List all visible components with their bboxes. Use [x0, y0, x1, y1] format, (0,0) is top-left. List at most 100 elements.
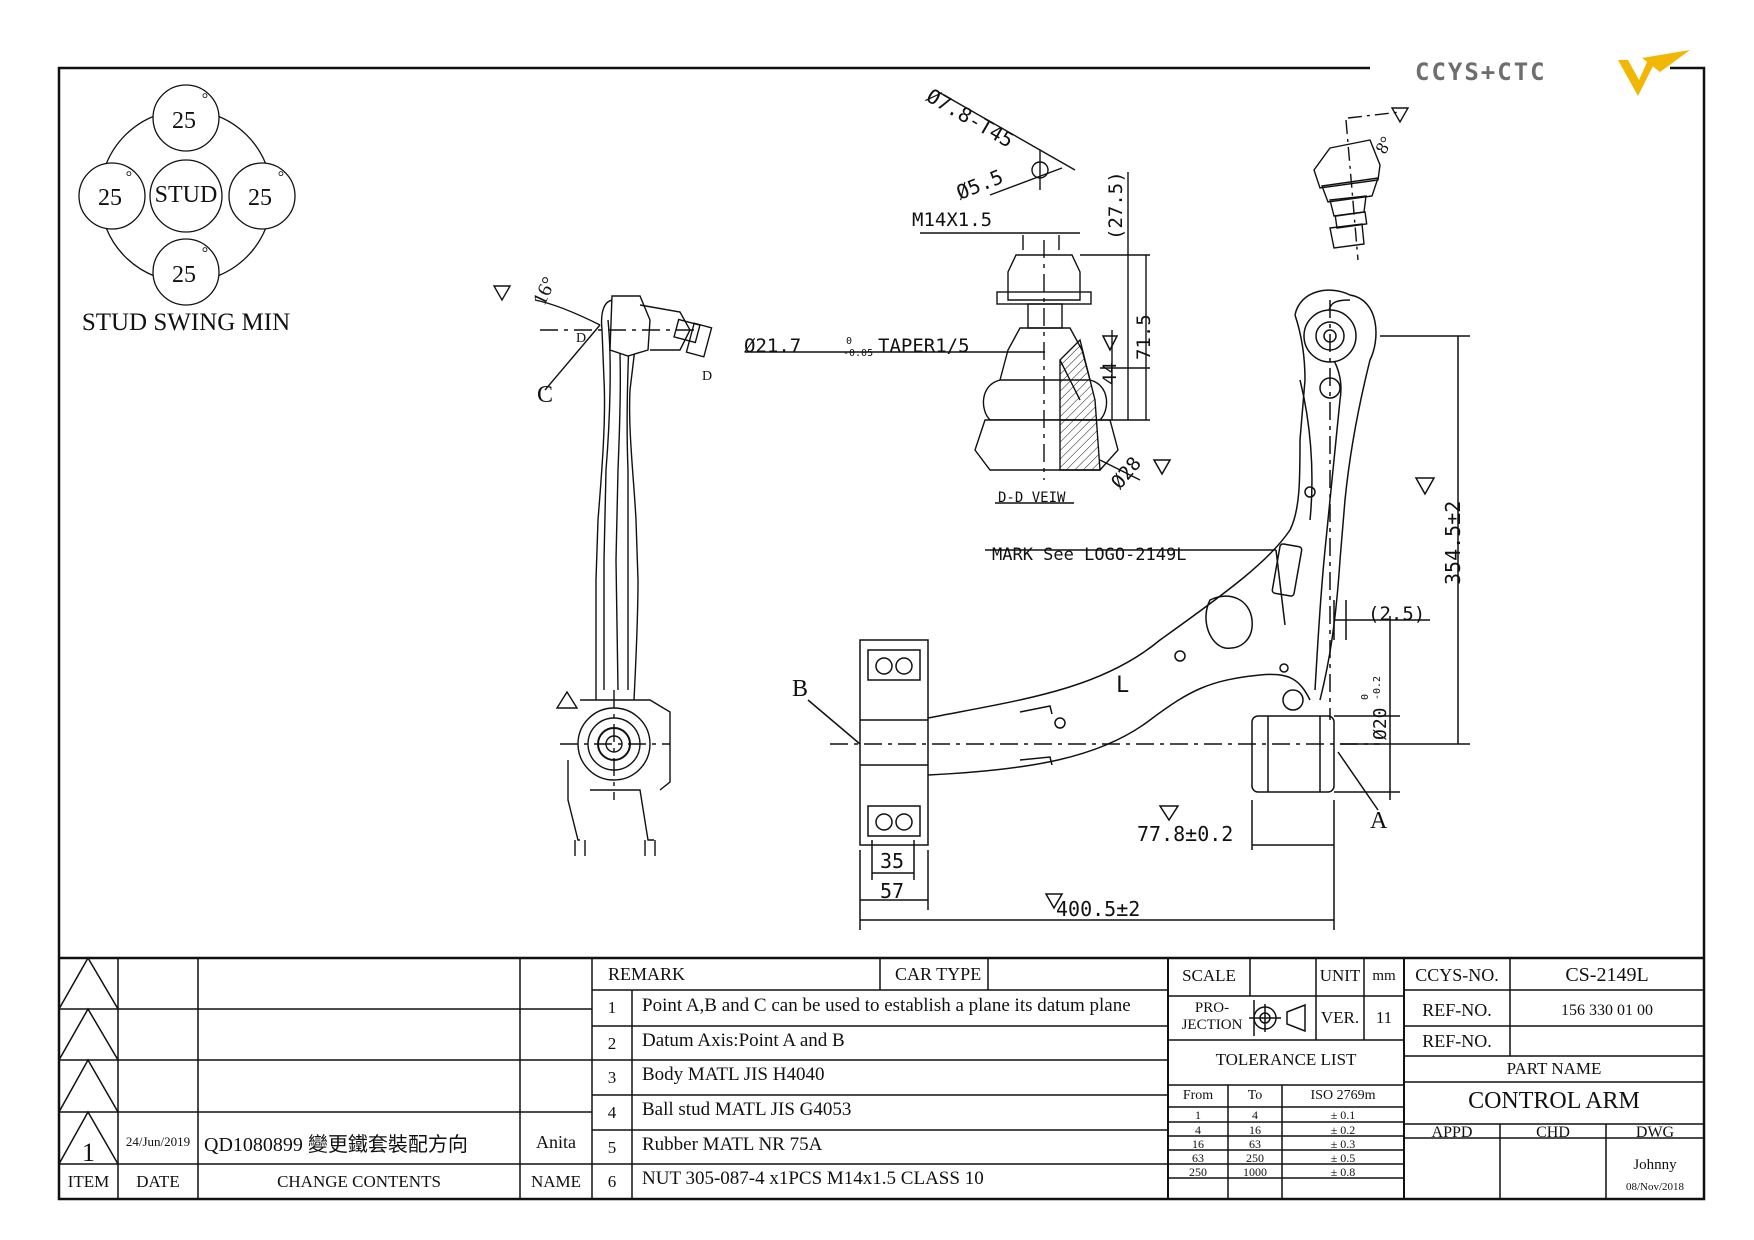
dim-20: Ø20	[1370, 707, 1391, 740]
side-angle-label: 16°	[529, 274, 561, 309]
remark-text: Datum Axis:Point A and B	[642, 1030, 845, 1051]
dim-taper-tol-lower: -0.05	[843, 348, 873, 359]
remark-no: 2	[607, 1034, 617, 1053]
tol-header-to: To	[1247, 1088, 1263, 1103]
tolerance-title: TOLERANCE LIST	[1215, 1050, 1357, 1069]
tol-value: ± 0.2	[1330, 1123, 1356, 1137]
revision-name-1: Anita	[536, 1132, 576, 1152]
tol-from: 16	[1192, 1137, 1204, 1151]
tol-from: 250	[1189, 1165, 1207, 1179]
dwg-label: DWG	[1635, 1124, 1675, 1141]
part-name-label: PART NAME	[1506, 1059, 1602, 1078]
stud-degree-bottom: °	[202, 245, 208, 262]
point-a-label: A	[1370, 808, 1388, 834]
tol-to: 1000	[1243, 1165, 1267, 1179]
chd-label: CHD	[1536, 1124, 1570, 1141]
ref-no-2-label: REF-NO.	[1422, 1031, 1492, 1051]
stud-swing-caption: STUD SWING MIN	[82, 309, 290, 336]
stud-center-label: STUD	[155, 182, 218, 208]
car-type-label: CAR TYPE	[895, 964, 982, 984]
tol-to: 63	[1249, 1137, 1261, 1151]
section-view	[745, 89, 1150, 504]
dim-354-5: 354.5±2	[1441, 501, 1465, 585]
revision-contents-1: QD1080899 變更鐵套裝配方向	[204, 1134, 468, 1156]
remark-header: REMARK	[608, 964, 686, 984]
stud-degree-left: °	[126, 169, 132, 186]
dim-taper-tol-upper: 0	[846, 336, 852, 347]
logo-mark	[1618, 60, 1656, 96]
side-mark-l: L	[1116, 673, 1129, 698]
main-view	[807, 289, 1470, 930]
dim-taper-ratio: TAPER1/5	[878, 335, 970, 357]
tol-header-std: ISO 2769m	[1310, 1088, 1376, 1103]
revision-header-date: DATE	[136, 1172, 180, 1191]
dwg-name: Johnny	[1633, 1157, 1677, 1173]
stud-angle-top: 25	[172, 108, 196, 134]
dwg-date: 08/Nov/2018	[1625, 1181, 1685, 1193]
dim-57: 57	[880, 879, 904, 903]
remark-no: 4	[607, 1103, 617, 1122]
version-label: VER.	[1320, 1008, 1360, 1027]
unit-value: mm	[1372, 968, 1396, 984]
projection-label: PRO- JECTION	[1181, 1000, 1243, 1033]
mark-note: MARK See LOGO-2149L	[992, 545, 1186, 565]
tol-from: 1	[1195, 1108, 1201, 1122]
dim-400-5: 400.5±2	[1056, 897, 1140, 921]
ccys-no-label: CCYS-NO.	[1415, 965, 1499, 985]
scale-label: SCALE	[1182, 966, 1236, 985]
dim-20-tol-upper: 0	[1360, 694, 1371, 700]
point-b-label: B	[792, 676, 808, 702]
revision-date-1: 24/Jun/2019	[125, 1134, 191, 1149]
remark-text: Point A,B and C can be used to establish…	[642, 995, 1131, 1016]
version-value: 11	[1375, 1008, 1393, 1027]
company-logo: CCYS+CTC	[1415, 50, 1690, 96]
remark-text: Ball stud MATL JIS G4053	[642, 1099, 852, 1120]
tol-to: 4	[1252, 1108, 1258, 1122]
dim-71-5: 71.5	[1133, 314, 1155, 360]
dim-35: 35	[880, 849, 904, 873]
tol-value: ± 0.1	[1330, 1108, 1356, 1122]
remark-no: 5	[607, 1138, 617, 1157]
dim-27-5: (27.5)	[1105, 171, 1127, 240]
ball-stud	[1313, 107, 1410, 261]
dim-taper-dia: Ø21.7	[744, 335, 801, 357]
tol-value: ± 0.8	[1330, 1165, 1356, 1179]
dim-44: 44	[1099, 362, 1121, 385]
side-view	[492, 285, 713, 856]
tol-header-from: From	[1182, 1088, 1214, 1103]
stud-angle-right: 25	[248, 185, 272, 211]
dim-thread: M14X1.5	[912, 209, 992, 231]
section-d-label-right: D	[702, 369, 712, 384]
remark-text: NUT 305-087-4 x1PCS M14x1.5 CLASS 10	[642, 1168, 984, 1189]
revision-header-name: NAME	[530, 1172, 582, 1191]
tol-to: 16	[1249, 1123, 1261, 1137]
section-d-label-left: D	[576, 331, 586, 346]
dim-2-5: (2.5)	[1368, 603, 1425, 625]
dim-pin-dia: Ø5.5	[953, 164, 1007, 204]
tol-from: 4	[1195, 1123, 1201, 1137]
revision-item-1: 1	[82, 1138, 95, 1167]
tol-value: ± 0.5	[1330, 1151, 1356, 1165]
stud-angle-bottom: 25	[172, 262, 196, 288]
title-block-grid	[58, 956, 1704, 1199]
remark-no: 6	[607, 1172, 617, 1191]
revision-header-contents: CHANGE CONTENTS	[277, 1172, 441, 1191]
revision-header-item: ITEM	[67, 1172, 110, 1191]
part-name-value: CONTROL ARM	[1468, 1088, 1640, 1114]
ref-no-value: 156 330 01 00	[1561, 1002, 1653, 1019]
logo-mask	[1370, 50, 1670, 85]
remark-text: Body MATL JIS H4040	[642, 1064, 825, 1085]
ccys-no-value: CS-2149L	[1565, 964, 1649, 986]
dim-hex-socket: Ø7.8-T45	[923, 84, 1018, 153]
tol-from: 63	[1192, 1151, 1204, 1165]
unit-label: UNIT	[1319, 966, 1361, 985]
stud-degree-top: °	[202, 91, 208, 108]
stud-angle-left: 25	[98, 185, 122, 211]
stud-swing-diagram	[78, 84, 296, 306]
point-c-label: C	[537, 382, 553, 408]
remark-no: 3	[607, 1068, 617, 1087]
section-caption: D-D VEIW	[998, 490, 1066, 506]
remark-text: Rubber MATL NR 75A	[642, 1134, 823, 1155]
dim-77-8: 77.8±0.2	[1137, 822, 1233, 846]
